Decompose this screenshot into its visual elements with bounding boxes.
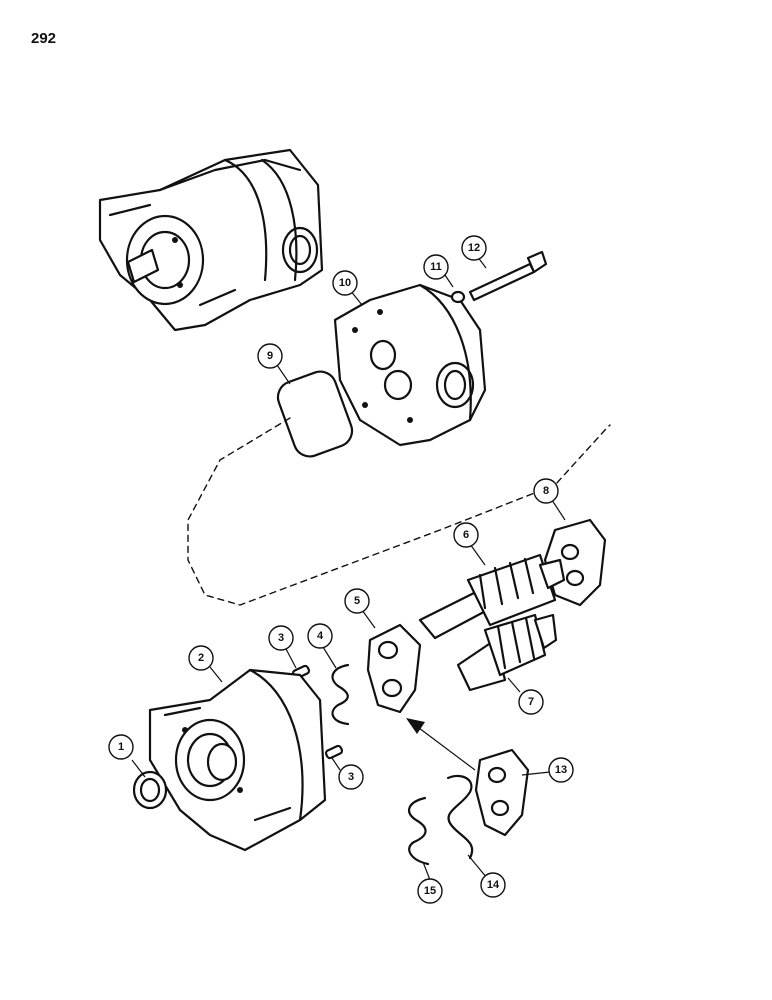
callout-9: 9 bbox=[257, 343, 283, 369]
svg-text:6: 6 bbox=[463, 529, 469, 541]
svg-text:11: 11 bbox=[430, 261, 442, 273]
callout-15: 15 bbox=[417, 878, 443, 904]
callout-3: 3 bbox=[338, 764, 364, 790]
part-15-seal bbox=[408, 796, 430, 866]
part-3-dowel-pin bbox=[324, 744, 344, 760]
svg-text:7: 7 bbox=[528, 696, 534, 708]
assembly-guide-line bbox=[187, 417, 611, 606]
svg-text:5: 5 bbox=[354, 595, 360, 607]
part-14-backup-gasket bbox=[446, 774, 474, 860]
callout-4: 4 bbox=[307, 623, 333, 649]
callout-14: 14 bbox=[480, 872, 506, 898]
svg-text:3: 3 bbox=[348, 771, 354, 783]
part-12-bolt bbox=[468, 250, 548, 302]
callout-6: 6 bbox=[453, 522, 479, 548]
svg-text:4: 4 bbox=[317, 630, 324, 642]
callout-11: 11 bbox=[423, 254, 449, 280]
callout-1: 1 bbox=[108, 734, 134, 760]
svg-text:13: 13 bbox=[555, 764, 567, 776]
callout-2: 2 bbox=[188, 645, 214, 671]
callout-8: 8 bbox=[533, 478, 559, 504]
assembled-pump bbox=[98, 148, 324, 332]
svg-text:15: 15 bbox=[424, 885, 436, 897]
callout-5: 5 bbox=[344, 588, 370, 614]
part-11-washer bbox=[450, 290, 466, 304]
part-9-seal bbox=[276, 370, 354, 458]
part-5-wear-plate bbox=[366, 623, 422, 714]
part-7-driven-gear bbox=[456, 613, 558, 692]
callout-3: 3 bbox=[268, 625, 294, 651]
part-6-drive-gear bbox=[418, 553, 566, 640]
part-2-front-housing bbox=[148, 668, 327, 852]
page-number: 292 bbox=[31, 30, 57, 47]
svg-text:14: 14 bbox=[487, 879, 500, 891]
svg-text:12: 12 bbox=[468, 242, 480, 254]
callout-12: 12 bbox=[461, 235, 487, 261]
svg-text:8: 8 bbox=[543, 485, 549, 497]
svg-text:2: 2 bbox=[198, 652, 204, 664]
svg-text:1: 1 bbox=[118, 741, 124, 753]
part-13-wear-plate bbox=[474, 748, 530, 837]
callout-7: 7 bbox=[518, 689, 544, 715]
install-direction-arrow bbox=[406, 718, 476, 771]
callout-10: 10 bbox=[332, 270, 358, 296]
part-10-housing bbox=[333, 283, 487, 447]
svg-text:9: 9 bbox=[267, 350, 273, 362]
leader-lines bbox=[131, 251, 566, 881]
svg-text:3: 3 bbox=[278, 632, 284, 644]
callout-13: 13 bbox=[548, 757, 574, 783]
part-4-backup-seal bbox=[331, 663, 350, 726]
svg-text:10: 10 bbox=[339, 277, 351, 289]
part-1-shaft-seal bbox=[132, 770, 168, 810]
